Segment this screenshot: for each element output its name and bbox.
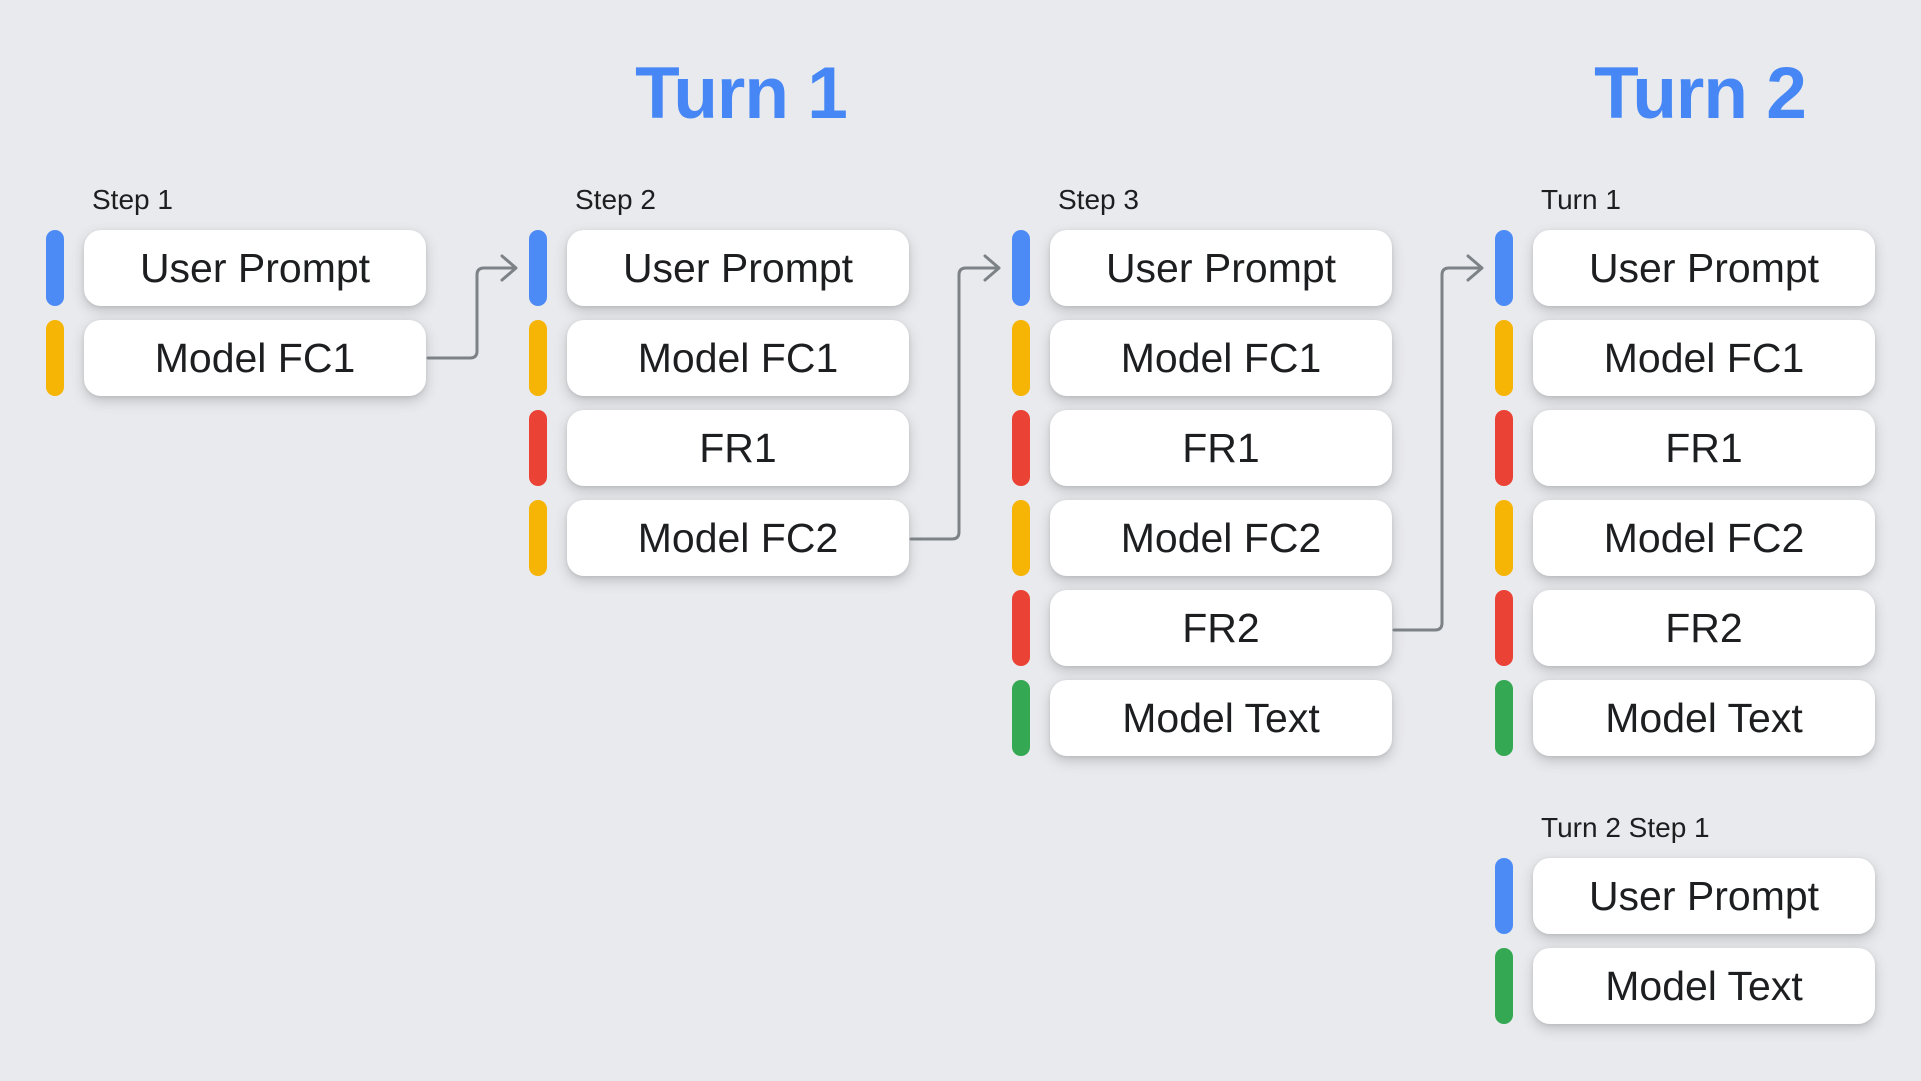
block-fr1: FR1 — [529, 410, 910, 486]
function-response-bar — [1012, 590, 1030, 666]
block-fr2: FR2 — [1495, 590, 1876, 666]
card-user-prompt: User Prompt — [84, 230, 426, 306]
model-fc-bar — [1495, 500, 1513, 576]
user-prompt-bar — [529, 230, 547, 306]
group-step-2: Step 2 User Prompt Model FC1 FR1 Model F… — [529, 186, 910, 576]
block-model-fc1: Model FC1 — [1495, 320, 1876, 396]
model-fc-bar — [1012, 320, 1030, 396]
block-user-prompt: User Prompt — [529, 230, 910, 306]
card-model-fc1: Model FC1 — [84, 320, 426, 396]
block-model-text: Model Text — [1495, 680, 1876, 756]
model-text-bar — [1495, 680, 1513, 756]
card-fr2: FR2 — [1533, 590, 1875, 666]
model-fc-bar — [529, 500, 547, 576]
group-label: Step 1 — [92, 184, 173, 215]
block-model-text: Model Text — [1495, 948, 1876, 1024]
block-fr2: FR2 — [1012, 590, 1393, 666]
group-label: Step 3 — [1058, 184, 1139, 215]
block-model-fc2: Model FC2 — [1012, 500, 1393, 576]
block-user-prompt: User Prompt — [46, 230, 427, 306]
group-step-3: Step 3 User Prompt Model FC1 FR1 Model F… — [1012, 186, 1393, 756]
card-model-fc2: Model FC2 — [1050, 500, 1392, 576]
card-model-fc1: Model FC1 — [567, 320, 909, 396]
card-model-fc2: Model FC2 — [1533, 500, 1875, 576]
block-fr1: FR1 — [1495, 410, 1876, 486]
function-response-bar — [1495, 410, 1513, 486]
card-model-fc1: Model FC1 — [1050, 320, 1392, 396]
group-label: Step 2 — [575, 184, 656, 215]
block-model-fc1: Model FC1 — [46, 320, 427, 396]
arrow-step3-to-turn1 — [1392, 254, 1484, 632]
card-user-prompt: User Prompt — [567, 230, 909, 306]
model-text-bar — [1012, 680, 1030, 756]
card-user-prompt: User Prompt — [1533, 230, 1875, 306]
block-model-fc2: Model FC2 — [1495, 500, 1876, 576]
card-model-fc2: Model FC2 — [567, 500, 909, 576]
model-fc-bar — [529, 320, 547, 396]
block-model-fc1: Model FC1 — [1012, 320, 1393, 396]
card-fr1: FR1 — [567, 410, 909, 486]
block-user-prompt: User Prompt — [1495, 230, 1876, 306]
card-fr1: FR1 — [1050, 410, 1392, 486]
card-model-fc1: Model FC1 — [1533, 320, 1875, 396]
block-user-prompt: User Prompt — [1012, 230, 1393, 306]
model-fc-bar — [1495, 320, 1513, 396]
card-fr2: FR2 — [1050, 590, 1392, 666]
user-prompt-bar — [46, 230, 64, 306]
user-prompt-bar — [1012, 230, 1030, 306]
arrow-step1-to-step2 — [426, 254, 518, 360]
card-user-prompt: User Prompt — [1533, 858, 1875, 934]
block-model-fc1: Model FC1 — [529, 320, 910, 396]
card-model-text: Model Text — [1050, 680, 1392, 756]
model-fc-bar — [46, 320, 64, 396]
model-fc-bar — [1012, 500, 1030, 576]
function-response-bar — [529, 410, 547, 486]
arrow-step2-to-step3 — [909, 254, 1001, 541]
heading-turn-1: Turn 1 — [635, 53, 848, 134]
user-prompt-bar — [1495, 858, 1513, 934]
function-response-bar — [1012, 410, 1030, 486]
group-label: Turn 1 — [1541, 184, 1621, 215]
card-user-prompt: User Prompt — [1050, 230, 1392, 306]
user-prompt-bar — [1495, 230, 1513, 306]
heading-turn-2: Turn 2 — [1594, 53, 1807, 134]
group-turn-2-step-1: Turn 2 Step 1 User Prompt Model Text — [1495, 814, 1876, 1024]
card-model-text: Model Text — [1533, 680, 1875, 756]
group-step-1: Step 1 User Prompt Model FC1 — [46, 186, 427, 396]
group-turn-1-context: Turn 1 User Prompt Model FC1 FR1 Model F… — [1495, 186, 1876, 756]
card-fr1: FR1 — [1533, 410, 1875, 486]
block-fr1: FR1 — [1012, 410, 1393, 486]
card-model-text: Model Text — [1533, 948, 1875, 1024]
model-text-bar — [1495, 948, 1513, 1024]
group-label: Turn 2 Step 1 — [1541, 812, 1710, 843]
block-model-text: Model Text — [1012, 680, 1393, 756]
function-response-bar — [1495, 590, 1513, 666]
block-model-fc2: Model FC2 — [529, 500, 910, 576]
block-user-prompt: User Prompt — [1495, 858, 1876, 934]
